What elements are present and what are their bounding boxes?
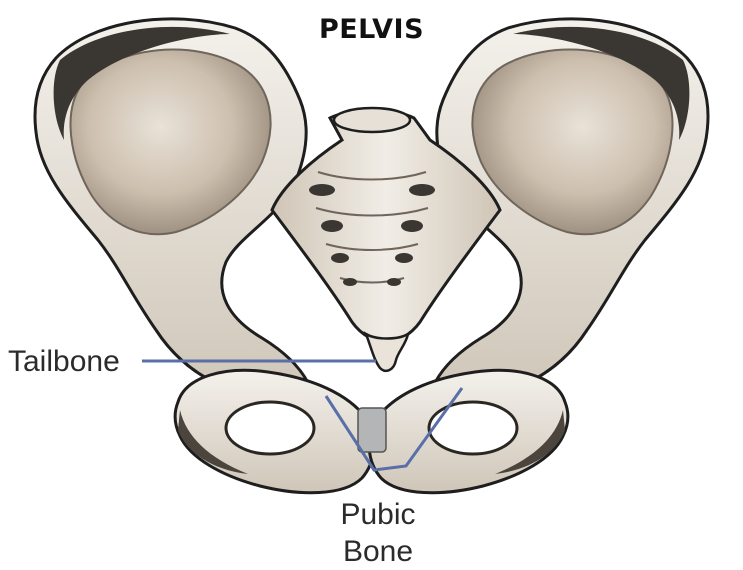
left-ring-shadow xyxy=(178,410,248,474)
pubic-bone-pointer-line xyxy=(324,387,464,472)
tailbone-label: Tailbone xyxy=(8,345,120,378)
pubic-label-line2: Bone xyxy=(342,535,414,568)
right-ring-shadow xyxy=(495,410,565,474)
right-iliac-fossa xyxy=(471,48,674,236)
pubic-symphysis xyxy=(357,407,387,453)
diagram-title: PELVIS xyxy=(318,14,425,45)
pubic-label-line1: Pubic xyxy=(340,498,416,531)
right-crest-shadow xyxy=(513,26,690,141)
sacral-promontory xyxy=(332,106,412,134)
left-crest-shadow xyxy=(53,26,231,141)
sacral-foramina xyxy=(309,184,435,286)
pubic-bone-label: Pubic Bone xyxy=(313,496,443,570)
left-iliac-fossa xyxy=(69,48,272,236)
coccyx xyxy=(363,331,410,372)
right-obturator-foramen xyxy=(427,400,519,456)
left-obturator-foramen xyxy=(224,400,316,456)
